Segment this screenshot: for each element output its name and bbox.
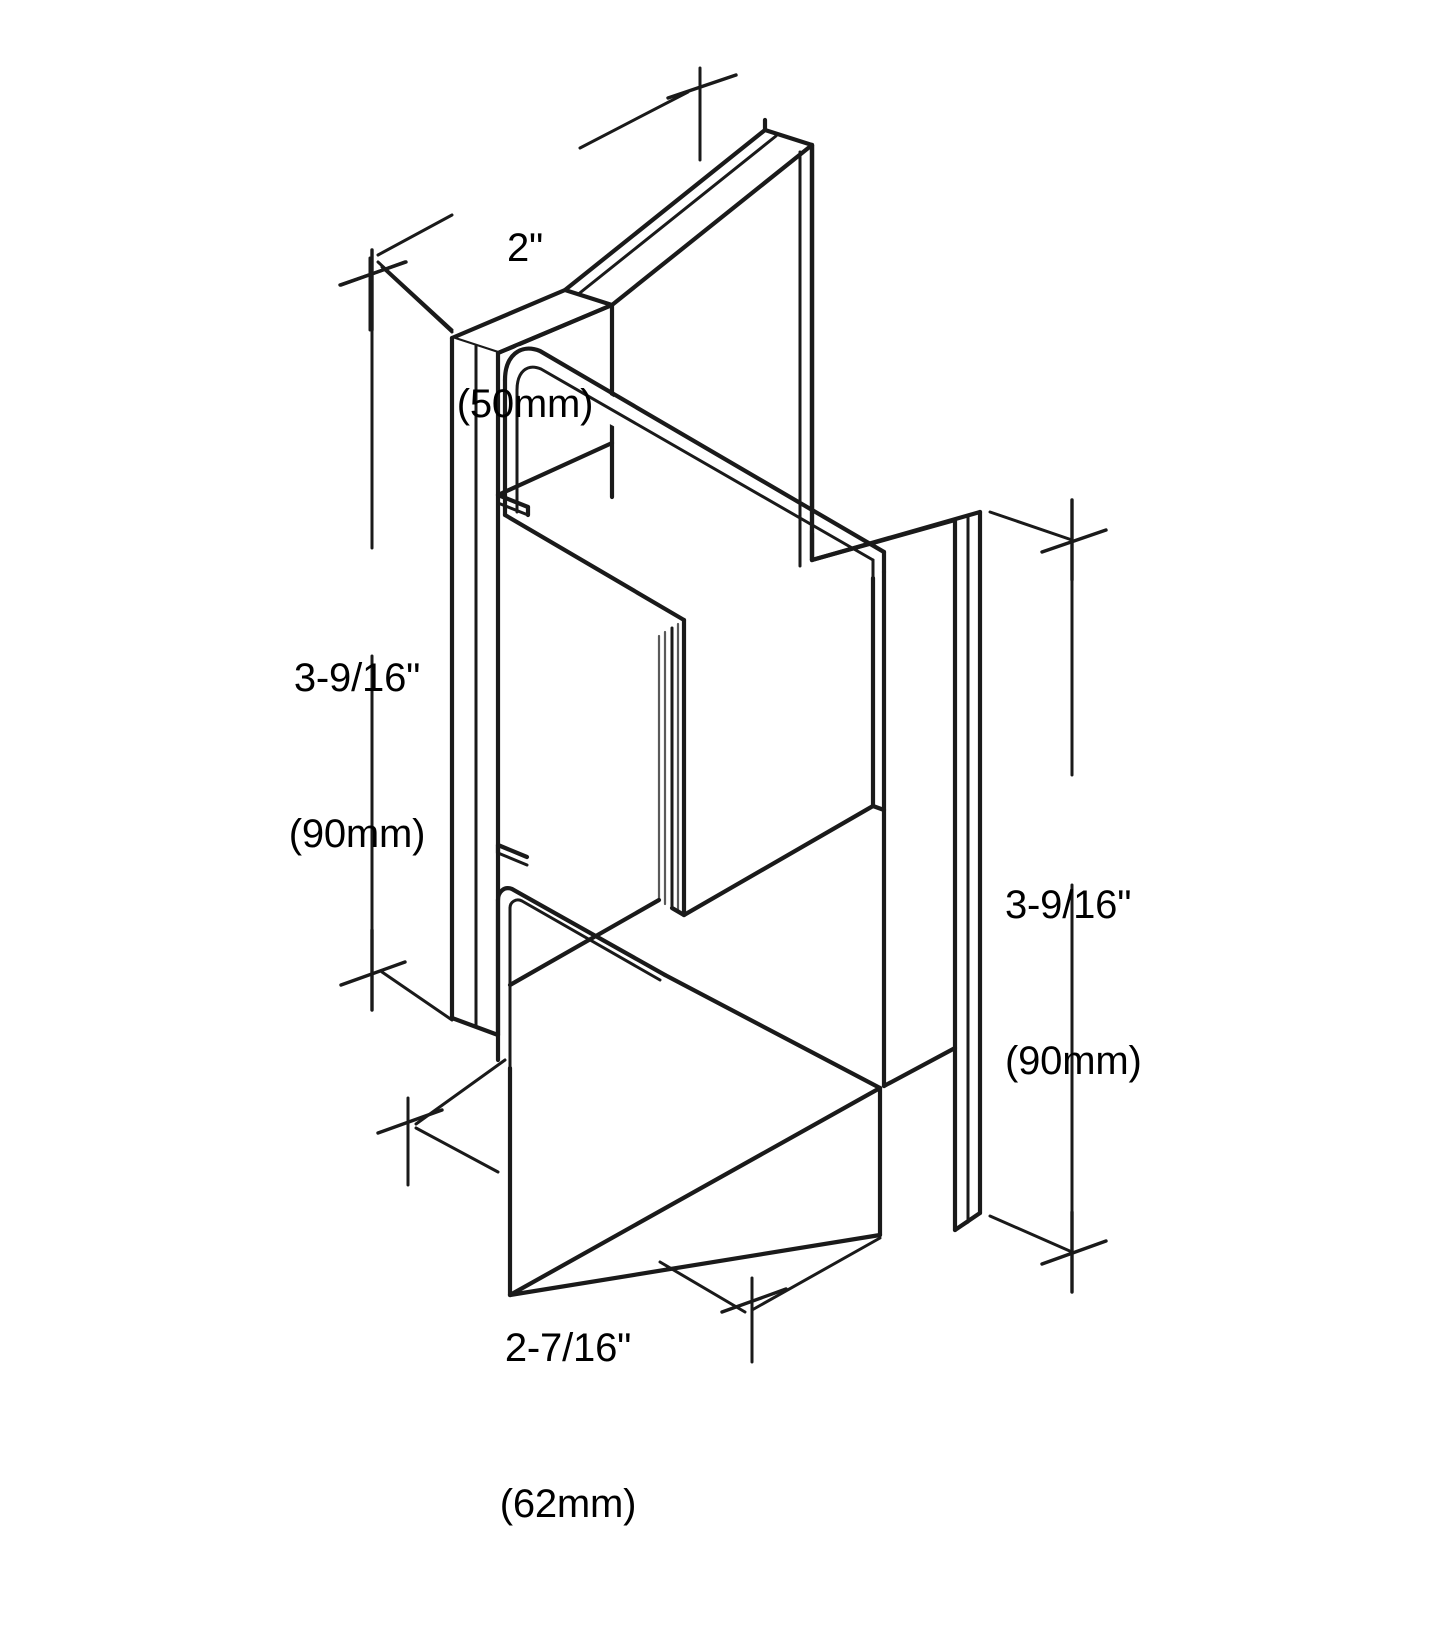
- dimension-height-right-imperial: 3-9/16": [1005, 883, 1132, 927]
- dimension-width-bottom: [376, 1058, 882, 1364]
- dimension-label-height-right: 3-9/16" (90mm): [1005, 775, 1205, 1191]
- dimension-height-left-metric: (90mm): [288, 812, 426, 856]
- glass-clamp-body: [495, 345, 887, 1298]
- dimension-label-width-bottom: 2-7/16" (62mm): [478, 1218, 658, 1634]
- dimension-height-left-imperial: 3-9/16": [293, 656, 421, 700]
- dimension-height-right: [988, 498, 1108, 1294]
- dimension-width-metric: (62mm): [499, 1482, 637, 1526]
- dimension-width-imperial: 2-7/16": [504, 1326, 632, 1370]
- dimension-depth-metric: (50mm): [456, 382, 594, 426]
- technical-drawing-canvas: .ln { fill:none; stroke:#1a1a1a; stroke-…: [272, 66, 1205, 1526]
- dimension-label-height-left: 3-9/16" (90mm): [272, 548, 442, 964]
- dimension-height-right-metric: (90mm): [1005, 1039, 1142, 1083]
- glass-panel-edge: [812, 145, 1010, 1230]
- isometric-hinge-illustration: .ln { fill:none; stroke:#1a1a1a; stroke-…: [338, 66, 1108, 1364]
- dimension-height-left: [339, 248, 454, 1022]
- hinge-barrel: [657, 617, 687, 918]
- dimension-depth-imperial: 2": [506, 226, 544, 270]
- glass-panel-back-edge: [798, 142, 815, 568]
- dimension-label-depth-top: 2" (50mm): [430, 118, 620, 534]
